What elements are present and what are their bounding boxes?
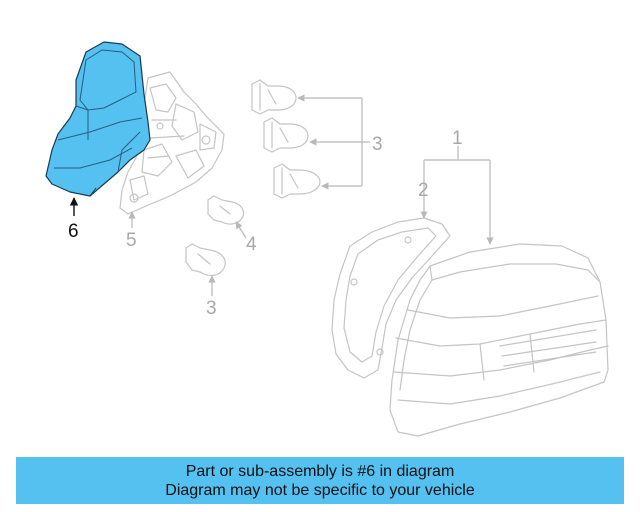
info-banner: Part or sub-assembly is #6 in diagram Di…: [16, 457, 624, 504]
callout-3-bottom: 3: [206, 298, 217, 319]
callout-6: 6: [68, 221, 79, 242]
bulb-part-3-top-a: [251, 79, 297, 115]
bulb-carrier-part-5: [119, 71, 225, 215]
callout-3-top: 3: [372, 134, 383, 155]
parts-diagram: 1 2 3 4 3 5 6: [45, 41, 609, 437]
leader-lines: [69, 94, 494, 296]
callout-2: 2: [418, 180, 429, 201]
bulb-part-3-bottom: [185, 243, 226, 277]
tail-lamp-part-1: [389, 243, 609, 437]
gasket-part-2: [331, 217, 451, 379]
bulb-part-3-top-b: [263, 117, 309, 153]
bulb-part-4: [207, 195, 245, 225]
cover-part-6-highlighted: [45, 41, 151, 197]
banner-line-2: Diagram may not be specific to your vehi…: [165, 481, 475, 499]
callout-4: 4: [246, 234, 257, 255]
callout-5: 5: [126, 230, 137, 251]
banner-line-1: Part or sub-assembly is #6 in diagram: [185, 462, 455, 480]
bulb-part-3-top-c: [273, 163, 321, 199]
callout-1: 1: [452, 128, 463, 149]
